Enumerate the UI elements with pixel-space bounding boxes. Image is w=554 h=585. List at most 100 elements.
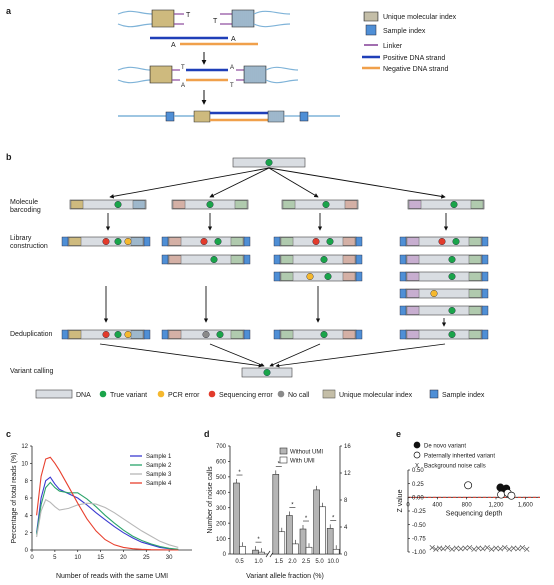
d-bar-without-umi-4 [286, 515, 293, 555]
dedup-molecule-1 [61, 329, 151, 340]
e-point-3-6 [449, 546, 455, 552]
d-xtick-label-7: 10.0 [327, 559, 339, 565]
d-xtick-label-3: 1.5 [275, 559, 284, 565]
e-point-3-9 [462, 545, 468, 551]
c-series-line-1 [36, 476, 179, 551]
legend-b-nocall: No call [288, 392, 310, 399]
d-xtick-label-5: 2.5 [302, 559, 311, 565]
adapter-right-top: T [213, 9, 291, 28]
d-ytick-left-label: 0 [223, 552, 227, 558]
e-point-3-12 [475, 545, 482, 551]
base-a-right: A [231, 36, 236, 43]
c-legend-label-2: Sample 2 [146, 463, 172, 469]
c-legend-label-4: Sample 4 [146, 481, 172, 487]
dedup-molecule-2 [161, 329, 251, 340]
e-point-3-2 [433, 546, 439, 552]
c-ytick-label: 0 [25, 548, 29, 554]
amplified-molecule [118, 110, 340, 123]
pcr-error-icon [157, 390, 165, 398]
c-ytick-label: 2 [25, 531, 29, 537]
final-variant [241, 367, 293, 378]
panel-label-e: e [396, 429, 401, 439]
c-ytick-label: 12 [21, 444, 28, 450]
legend-b: DNA True variant PCR error Sequencing er… [35, 389, 485, 399]
true-variant-icon [99, 390, 107, 398]
d-bar-with-umi-7 [332, 548, 340, 555]
d-bar-with-umi-3 [278, 531, 286, 555]
base-t-lig: T [181, 65, 185, 71]
c-xtick-label: 5 [53, 555, 57, 561]
panel-b-molecules [61, 199, 489, 340]
e-point-3-10 [466, 544, 473, 551]
step-library-2: construction [10, 243, 48, 250]
d-sig-star-3: * [278, 461, 281, 467]
legend-b-dna: DNA [76, 392, 91, 399]
d-bar-without-umi-3 [272, 474, 280, 555]
base-a-lig: A [181, 83, 185, 89]
d-bar-without-umi-2 [252, 549, 259, 555]
d-ytick-left-label: 600 [216, 460, 227, 466]
base-a-left: A [171, 42, 176, 49]
e-point-3-15 [488, 546, 495, 552]
dedup-molecule-3 [273, 329, 363, 340]
base-t-right: T [213, 18, 218, 25]
legend-a: Unique molecular index Sample index Link… [362, 11, 457, 73]
d-bar-with-umi-2 [258, 551, 265, 555]
base-a-lig2: A [230, 65, 234, 71]
library-3-read-2 [273, 254, 363, 265]
d-ytick-right-label: 4 [344, 525, 348, 531]
e-ytick-label: 0.50 [412, 468, 424, 474]
d-bar-with-umi-5 [305, 546, 313, 555]
panel-label-a: a [6, 6, 12, 16]
e-y-label: Z value [397, 489, 404, 512]
e-point-3-23 [524, 546, 530, 552]
converge-arrows [99, 343, 446, 368]
panel-label-d: d [204, 429, 210, 439]
sequencing-error-icon [208, 390, 216, 398]
c-x-label: Number of reads with the same UMI [56, 573, 168, 580]
d-legend-label-1: Without UMI [290, 450, 323, 456]
d-bar-without-umi-5 [299, 528, 307, 555]
c-series-line-4 [36, 456, 179, 551]
legend-a-umi: Unique molecular index [383, 14, 457, 21]
d-ytick-left-label: 400 [216, 490, 227, 496]
adapter-left-top: T [117, 9, 191, 28]
library-4-read-5 [399, 305, 489, 316]
e-legend-marker-1 [413, 441, 421, 449]
c-ytick-label: 4 [25, 514, 29, 520]
step-library-1: Library [10, 235, 32, 242]
c-ytick-label: 8 [25, 479, 29, 485]
e-point-3-14 [484, 544, 490, 551]
legend-b-seq: Sequencing error [219, 392, 273, 399]
e-point-2-1 [464, 481, 473, 490]
dsdna-fragment: A A [150, 36, 258, 49]
d-legend-label-2: With UMI [290, 459, 315, 465]
e-point-3-22 [519, 544, 526, 551]
d-xtick-label-4: 2.0 [288, 559, 297, 565]
panel-b: b Molecule barcoding Library constructio… [6, 152, 489, 399]
library-2-read-2 [161, 254, 251, 265]
e-ytick-label: 0.25 [412, 482, 424, 488]
d-ytick-left-label: 200 [216, 521, 227, 527]
fan-arrows [109, 167, 446, 199]
panel-a: a T T A A [6, 6, 457, 123]
c-xtick-label: 20 [120, 555, 127, 561]
c-xtick-label: 10 [74, 555, 81, 561]
d-ytick-right-label: 0 [344, 552, 348, 558]
e-xtick-label: 1,200 [488, 502, 504, 508]
d-sig-star-5: * [305, 516, 308, 522]
d-sig-star-2: * [257, 537, 260, 543]
d-ytick-right-label: 12 [344, 471, 351, 477]
step-dedup: Deduplication [10, 331, 53, 338]
umi-icon-b [322, 389, 336, 399]
input-dna [232, 157, 306, 168]
e-x-label: Sequencing depth [446, 510, 503, 517]
c-legend-label-1: Sample 1 [146, 454, 172, 460]
barcoded-molecule-4 [407, 199, 485, 210]
sample-index-icon-b [429, 389, 439, 399]
e-point-3-20 [510, 545, 517, 551]
sample-index-icon [365, 24, 377, 36]
